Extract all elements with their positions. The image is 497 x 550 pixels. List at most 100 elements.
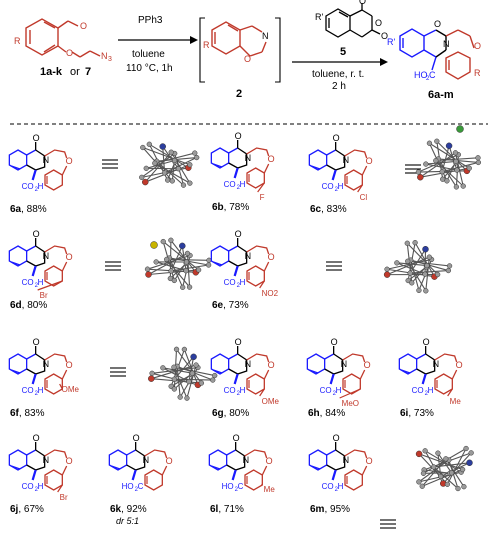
crystal-atom: [448, 470, 455, 476]
lactam-nitrogen: N: [43, 359, 50, 369]
reaction-arrow-2-head: [380, 58, 388, 66]
crystal-atom: [171, 277, 177, 284]
anhydride-o3: O: [381, 31, 388, 41]
oxazepine-chain: [44, 353, 68, 363]
crystal-atom: [164, 256, 170, 263]
aryl-o-bond: [263, 163, 270, 174]
crystal-bond: [176, 349, 202, 384]
product-label: 6a-m: [428, 89, 454, 101]
carbonyl-oxygen: O: [331, 337, 338, 347]
carboxylic-acid-group: CO: [22, 482, 34, 491]
compound-label: 6m, 95%: [310, 504, 350, 515]
carbonyl-oxygen: O: [235, 337, 242, 347]
crystal-atom: [463, 445, 469, 452]
crystal-atom: [140, 144, 146, 151]
acid-tail: C: [238, 482, 244, 491]
acid-wedge-bond: [231, 469, 237, 481]
acid-wedge-bond: [233, 373, 239, 385]
lactam-bond: [26, 245, 36, 252]
crystal-atom: [459, 466, 466, 473]
acid-subscript: 2: [335, 487, 339, 493]
product-rp: R': [387, 37, 395, 47]
benzo-ring: [8, 245, 28, 267]
aryl-o-bond: [263, 261, 270, 272]
crystal-atom: [206, 257, 212, 263]
benzo-double-bond: [11, 261, 21, 266]
crystal-bond: [418, 453, 463, 471]
crystal-bond: [410, 269, 449, 274]
acid-tail: H: [38, 482, 44, 491]
crystal-bond: [148, 269, 199, 276]
crystal-atom: [404, 240, 410, 246]
benzo-double-bond: [11, 165, 21, 170]
crystal-atom: [435, 450, 441, 456]
crystal-atom: [168, 149, 174, 155]
crystal-bromine: [150, 241, 158, 249]
crystal-atom: [452, 150, 459, 156]
lactam-ring: [326, 149, 346, 171]
carboxylic-acid-group: CO: [224, 278, 236, 287]
acid-subscript: 2: [35, 187, 39, 193]
lactam-bond: [26, 353, 36, 360]
crystal-bond: [437, 158, 457, 188]
step1-conditions: 110 °C, 1h: [126, 63, 173, 74]
crystal-atom: [195, 267, 202, 273]
crystal-atom: [139, 174, 145, 181]
crystal-atom: [171, 157, 178, 164]
lactam-nitrogen: N: [43, 155, 50, 165]
acid-tail: H: [38, 182, 44, 191]
substituent-ome: OMe: [62, 385, 80, 394]
product-n: N: [443, 39, 450, 49]
oxazepine-oxygen: O: [166, 456, 173, 466]
acid-subscript: 2: [35, 283, 39, 289]
benzo-ring: [398, 353, 418, 375]
crystal-bond: [420, 152, 456, 178]
aryl-o-bond: [359, 369, 366, 380]
substituent-bond: [261, 483, 263, 486]
crystal-atom: [142, 178, 149, 186]
crystal-bond: [425, 163, 458, 171]
compound-label: 6d, 80%: [10, 300, 47, 311]
crystal-atom: [412, 239, 418, 246]
crystal-atom: [417, 173, 424, 181]
lactam-ring: [126, 449, 146, 471]
anhydride-o1: O: [359, 0, 366, 6]
lactam-nitrogen: N: [243, 455, 250, 465]
aryl-o-bond: [61, 369, 68, 380]
carboxylic-acid-group: HO: [222, 482, 234, 491]
substituent-br: Br: [60, 493, 68, 502]
lactam-bond: [26, 149, 36, 156]
aryl-o-bond: [361, 465, 368, 476]
diastereomeric-ratio: dr 5:1: [116, 516, 139, 526]
acid-wedge-bond: [31, 469, 37, 481]
carbonyl-oxygen: O: [33, 229, 40, 239]
crystal-atom: [171, 386, 177, 392]
substituent-ome: OMe: [262, 397, 280, 406]
acid-wedge-bond: [331, 169, 337, 181]
crystal-atom: [180, 284, 186, 290]
oxazepine-oxygen: O: [364, 360, 371, 370]
lactam-bond: [126, 449, 136, 456]
product-cooh: HO: [414, 70, 428, 80]
carboxylic-acid-group: CO: [22, 278, 34, 287]
step1-reagent: PPh3: [138, 15, 163, 26]
crystal-atom: [415, 450, 423, 458]
intermediate-label: 2: [236, 88, 242, 100]
crystal-bond: [420, 167, 470, 178]
acid-tail: H: [38, 278, 44, 287]
crystal-atom: [164, 177, 171, 183]
crystal-atom: [186, 284, 193, 290]
crystal-atom: [173, 346, 180, 352]
crystal-atom: [445, 142, 453, 150]
benzo-ring: [8, 449, 28, 471]
compound-label: 6g, 80%: [212, 408, 249, 419]
lactam-bond: [228, 353, 238, 360]
crystal-structure-6a: [139, 141, 200, 188]
crystal-atom: [384, 266, 390, 272]
